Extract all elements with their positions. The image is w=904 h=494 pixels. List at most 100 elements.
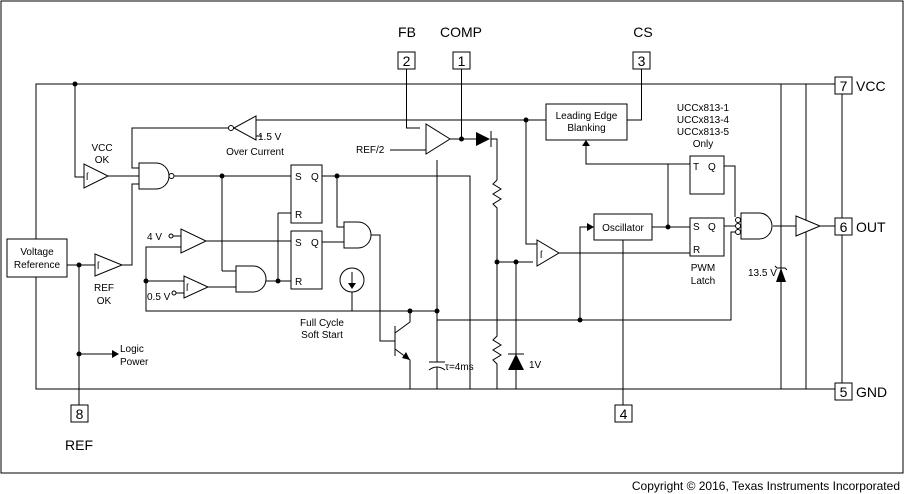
osc-arrow bbox=[587, 223, 594, 231]
v4-label: 4 V bbox=[147, 232, 162, 243]
over-current-bubble bbox=[228, 125, 234, 131]
over-current-comparator bbox=[232, 115, 257, 141]
ref-ok-label-2: OK bbox=[97, 296, 112, 307]
discharge-transistor bbox=[394, 311, 411, 389]
pin-comp: COMP 1 bbox=[440, 24, 482, 140]
zener-13v5-bar bbox=[774, 265, 788, 271]
pin-cs: CS 3 bbox=[627, 24, 653, 121]
logic-power-arrow bbox=[112, 350, 119, 358]
pin-vcc-box bbox=[834, 76, 853, 95]
ref-ok-wire bbox=[122, 183, 139, 266]
voltage-reference-block: Voltage Reference bbox=[6, 238, 68, 278]
v05-label: 0.5 V bbox=[147, 292, 171, 303]
copyright-notice: Copyright © 2016, Texas Instruments Inco… bbox=[631, 479, 900, 493]
output-and-gate bbox=[740, 212, 773, 240]
oscillator-block: Oscillator bbox=[593, 213, 653, 241]
error-amplifier bbox=[425, 123, 451, 155]
latch2-s: S bbox=[295, 238, 302, 249]
pwm-latch-r: R bbox=[693, 245, 700, 256]
only-note-3: UCCx813-5 bbox=[677, 127, 730, 138]
voltage-reference-box bbox=[6, 238, 68, 278]
pin-fb-num: 2 bbox=[403, 53, 411, 69]
oc-threshold-label: 1.5 V bbox=[258, 132, 282, 143]
soft-start-label-1: Full Cycle bbox=[300, 318, 344, 329]
cs-wire bbox=[627, 69, 642, 121]
transistor-emitter-arrow bbox=[402, 352, 410, 360]
pwm-latch-s: S bbox=[693, 222, 700, 233]
pwm-latch: S Q R bbox=[689, 217, 725, 257]
leading-edge-blanking-block: Leading Edge Blanking bbox=[545, 103, 628, 141]
pin-vcc-num: 7 bbox=[840, 78, 848, 94]
toggle-flip-flop: T Q bbox=[689, 155, 725, 195]
comp-0v5-hyst-icon: ſ bbox=[186, 283, 189, 294]
collector-node bbox=[407, 308, 413, 314]
pin-out-num: 6 bbox=[840, 219, 848, 235]
pwm-latch-label-2: Latch bbox=[691, 276, 715, 287]
latch2-box bbox=[290, 230, 323, 290]
comp-node bbox=[459, 136, 464, 142]
latch1-to-and2 bbox=[336, 176, 344, 228]
pin-gnd-label: GND bbox=[856, 384, 887, 400]
zener-1v-label: 1V bbox=[529, 360, 542, 371]
nand-bubble bbox=[168, 173, 175, 179]
leading-edge-label-2: Blanking bbox=[567, 123, 605, 134]
toggle-ff-box bbox=[689, 155, 725, 195]
transistor-collector bbox=[394, 311, 411, 334]
pin-4-num: 4 bbox=[620, 406, 628, 422]
pin-out-label: OUT bbox=[856, 219, 886, 235]
output-driver-buffer bbox=[795, 215, 822, 237]
diode-to-resistor bbox=[491, 138, 498, 180]
only-note-2: UCCx813-4 bbox=[677, 115, 730, 126]
comparator-4v bbox=[180, 228, 208, 254]
voltage-reference-label-2: Reference bbox=[14, 260, 61, 271]
pin-4-box bbox=[614, 404, 633, 423]
vcc-node bbox=[72, 81, 78, 87]
and-inv-bubble-2 bbox=[735, 223, 741, 229]
soft-start-current-source bbox=[339, 267, 365, 311]
toggle-ff-q: Q bbox=[708, 162, 716, 173]
pin-gnd-box bbox=[834, 382, 853, 401]
pwm-comparator bbox=[536, 239, 560, 267]
vcc-ok-label-2: OK bbox=[95, 155, 110, 166]
latch2-r: R bbox=[295, 277, 302, 288]
logic-power-label-2: Power bbox=[120, 357, 149, 368]
ref-ok-comparator bbox=[94, 253, 124, 277]
voltage-reference-label-1: Voltage bbox=[20, 247, 54, 258]
ref-node bbox=[76, 262, 82, 268]
fb-wire bbox=[406, 69, 420, 129]
ref-half-label: REF/2 bbox=[356, 145, 385, 156]
leading-edge-box bbox=[545, 103, 628, 141]
soft-start-label-2: Soft Start bbox=[301, 330, 343, 341]
outer-frame bbox=[0, 0, 904, 474]
over-current-wire bbox=[131, 127, 228, 169]
latch1-q-wire bbox=[322, 175, 471, 389]
latch1-s: S bbox=[295, 172, 302, 183]
leb-clock-wire bbox=[585, 146, 680, 165]
pwm-latch-label-1: PWM bbox=[691, 263, 715, 274]
ref-ok-hyst-icon: ſ bbox=[97, 261, 100, 272]
zener-13v5: 13.5 V bbox=[748, 265, 788, 282]
soft-start-latch-2: S Q R bbox=[290, 230, 323, 290]
transistor-emitter bbox=[394, 348, 411, 389]
comparator-0v5 bbox=[183, 275, 210, 299]
soft-start-latch-1: S Q R bbox=[290, 164, 323, 224]
pin-ref-label: REF bbox=[65, 437, 93, 453]
comp-diode bbox=[476, 132, 490, 146]
vcc-ok-label-1: VCC bbox=[91, 143, 112, 154]
latch1-q: Q bbox=[311, 172, 319, 183]
vcc-ok-input-wire bbox=[74, 84, 84, 178]
latch1-box bbox=[290, 164, 323, 224]
latch1-r: R bbox=[295, 210, 302, 221]
divider-resistor-bottom bbox=[492, 262, 502, 389]
oscillator-label: Oscillator bbox=[602, 223, 644, 234]
pin-vcc-label: VCC bbox=[856, 78, 886, 94]
and2-to-transistor bbox=[371, 234, 395, 342]
pin-fb: FB 2 bbox=[397, 24, 420, 129]
pin-comp-num: 1 bbox=[458, 53, 466, 69]
cs-to-pwm-wire bbox=[525, 120, 537, 245]
tau-label: τ=4ms bbox=[445, 362, 474, 373]
zener-13v5-label: 13.5 V bbox=[748, 268, 777, 279]
pin-cs-num: 3 bbox=[638, 53, 646, 69]
pin-comp-label: COMP bbox=[440, 24, 482, 40]
